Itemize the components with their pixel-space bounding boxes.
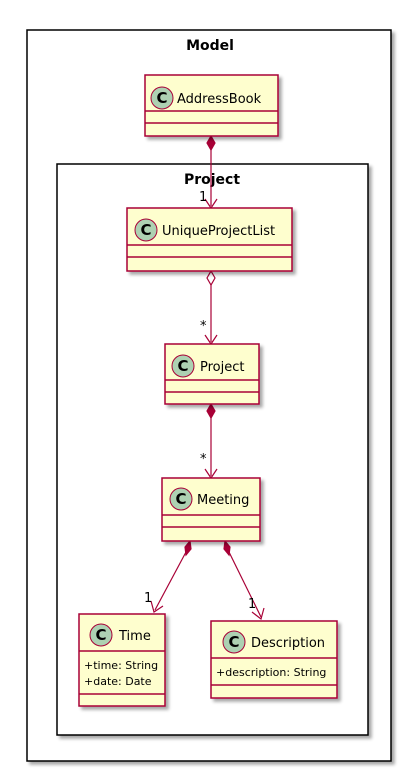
composition-diamond-icon bbox=[206, 134, 216, 152]
composition-diamond-icon bbox=[223, 539, 231, 557]
multiplicity-description: 1 bbox=[248, 597, 256, 612]
class-stereotype-icon: C bbox=[89, 623, 113, 647]
svg-text:C: C bbox=[95, 626, 106, 644]
class-project[interactable]: C Project bbox=[164, 343, 260, 405]
multiplicity-project: * bbox=[200, 319, 207, 334]
svg-text:C: C bbox=[140, 221, 151, 239]
class-stereotype-icon: C bbox=[171, 354, 195, 378]
package-project-title: Project bbox=[184, 172, 240, 188]
class-stereotype-icon: C bbox=[150, 86, 174, 110]
class-name: Meeting bbox=[197, 493, 249, 508]
class-name: UniqueProjectList bbox=[162, 224, 275, 239]
class-meeting[interactable]: C Meeting bbox=[161, 477, 261, 542]
composition-diamond-icon bbox=[184, 539, 192, 557]
class-name: AddressBook bbox=[177, 92, 262, 107]
package-model-title: Model bbox=[186, 38, 234, 54]
multiplicity-meeting: * bbox=[200, 452, 207, 467]
class-attribute: +date: Date bbox=[84, 675, 152, 688]
class-stereotype-icon: C bbox=[134, 218, 158, 242]
svg-text:C: C bbox=[175, 490, 186, 508]
class-name: Description bbox=[251, 636, 325, 651]
arrowhead-icon bbox=[251, 607, 265, 621]
aggregation-diamond-icon bbox=[206, 269, 216, 287]
relation-list-project bbox=[204, 269, 218, 346]
class-name: Time bbox=[118, 629, 151, 644]
arrowhead-icon bbox=[150, 600, 164, 613]
multiplicity-list: 1 bbox=[199, 190, 207, 205]
multiplicity-time: 1 bbox=[144, 591, 152, 606]
class-time[interactable]: C Time +time: String +date: Date bbox=[78, 613, 166, 707]
class-stereotype-icon: C bbox=[169, 487, 193, 511]
relation-meeting-description bbox=[223, 539, 265, 621]
class-attribute: +time: String bbox=[84, 659, 158, 672]
relation-project-meeting bbox=[204, 402, 218, 480]
class-uniqueprojectlist[interactable]: C UniqueProjectList bbox=[126, 207, 293, 272]
class-addressbook[interactable]: C AddressBook bbox=[144, 74, 279, 137]
svg-text:C: C bbox=[156, 89, 167, 107]
class-description[interactable]: C Description +description: String bbox=[210, 620, 338, 699]
relation-meeting-time bbox=[150, 539, 192, 613]
relation-addressbook-list bbox=[204, 134, 218, 210]
svg-text:C: C bbox=[228, 633, 239, 651]
svg-text:C: C bbox=[177, 357, 188, 375]
class-stereotype-icon: C bbox=[222, 630, 246, 654]
class-name: Project bbox=[200, 360, 244, 375]
composition-diamond-icon bbox=[206, 402, 216, 420]
class-attribute: +description: String bbox=[216, 666, 326, 679]
